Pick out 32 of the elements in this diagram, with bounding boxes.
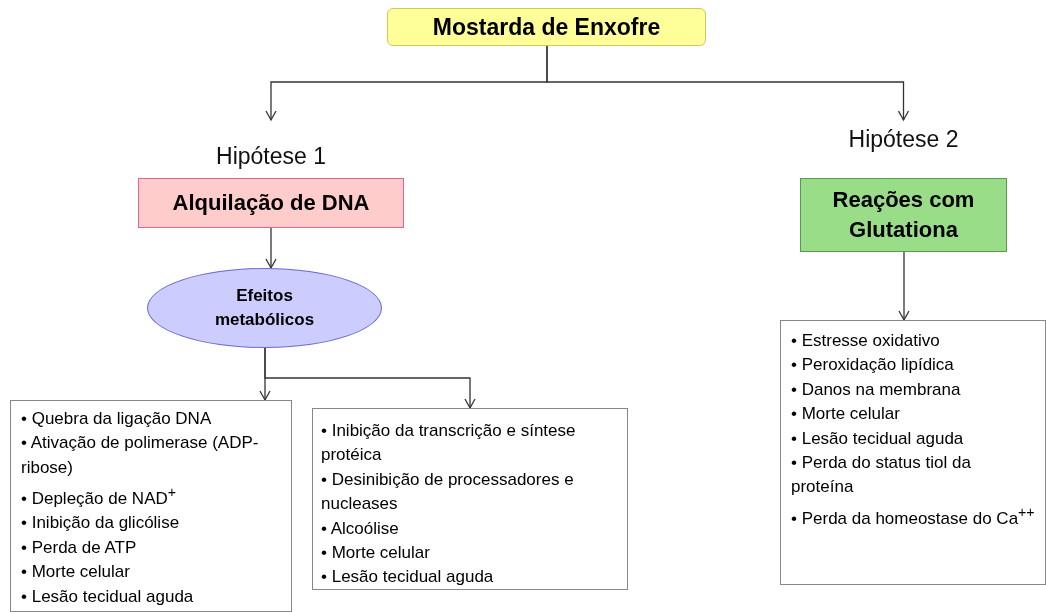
list-box	[780, 320, 1046, 585]
list-item: • Ativação de polimerase (ADP- ribose)	[21, 432, 260, 479]
list-item: • Inibição da glicólise	[21, 512, 181, 535]
list-item: • Quebra da ligação DNA	[21, 408, 213, 430]
hypothesis-box: Reações com Glutationa	[800, 178, 1007, 252]
list-item: • Morte celular	[21, 561, 131, 584]
arrow	[898, 251, 910, 321]
hypothesis-heading: Hipótese 2	[847, 126, 960, 153]
list-box	[10, 400, 292, 612]
list-item: • Lesão tecidual aguda	[321, 566, 495, 589]
list-item: • Morte celular	[321, 542, 431, 565]
list-item: • Alcoólise	[321, 517, 400, 540]
list-item: • Depleção de NAD$^{+}$	[21, 483, 178, 510]
effects-ellipse: Efeitos metabólicos	[147, 268, 382, 348]
arrow	[546, 45, 910, 121]
list-item: • Lesão tecidual aguda	[791, 427, 965, 450]
list-item: • Danos na membrana	[791, 378, 962, 401]
list-item: • Peroxidação lipídica	[791, 354, 955, 377]
list-item: • Estresse oxidativo	[791, 330, 941, 352]
list-box	[312, 408, 628, 590]
hypothesis-heading: Hipótese 1	[215, 143, 327, 170]
list-item: • Desinibição de processadores e nucleases	[321, 468, 575, 516]
list-item: • Morte celular	[791, 403, 901, 426]
title-box: Mostarda de Enxofre	[387, 8, 706, 46]
arrow	[264, 347, 476, 409]
list-item: • Perda da homeostase do Ca$^{++}$	[791, 502, 1035, 530]
list-item: • Perda do status tiol da proteína	[791, 452, 972, 499]
list-item: • Lesão tecidual aguda	[21, 585, 195, 608]
list-item: • Perda de ATP	[21, 536, 138, 559]
list-item: • Inibição da transcrição e síntese protéica	[321, 420, 577, 467]
hypothesis-box: Alquilação de DNA	[138, 178, 404, 228]
arrow	[265, 227, 277, 269]
